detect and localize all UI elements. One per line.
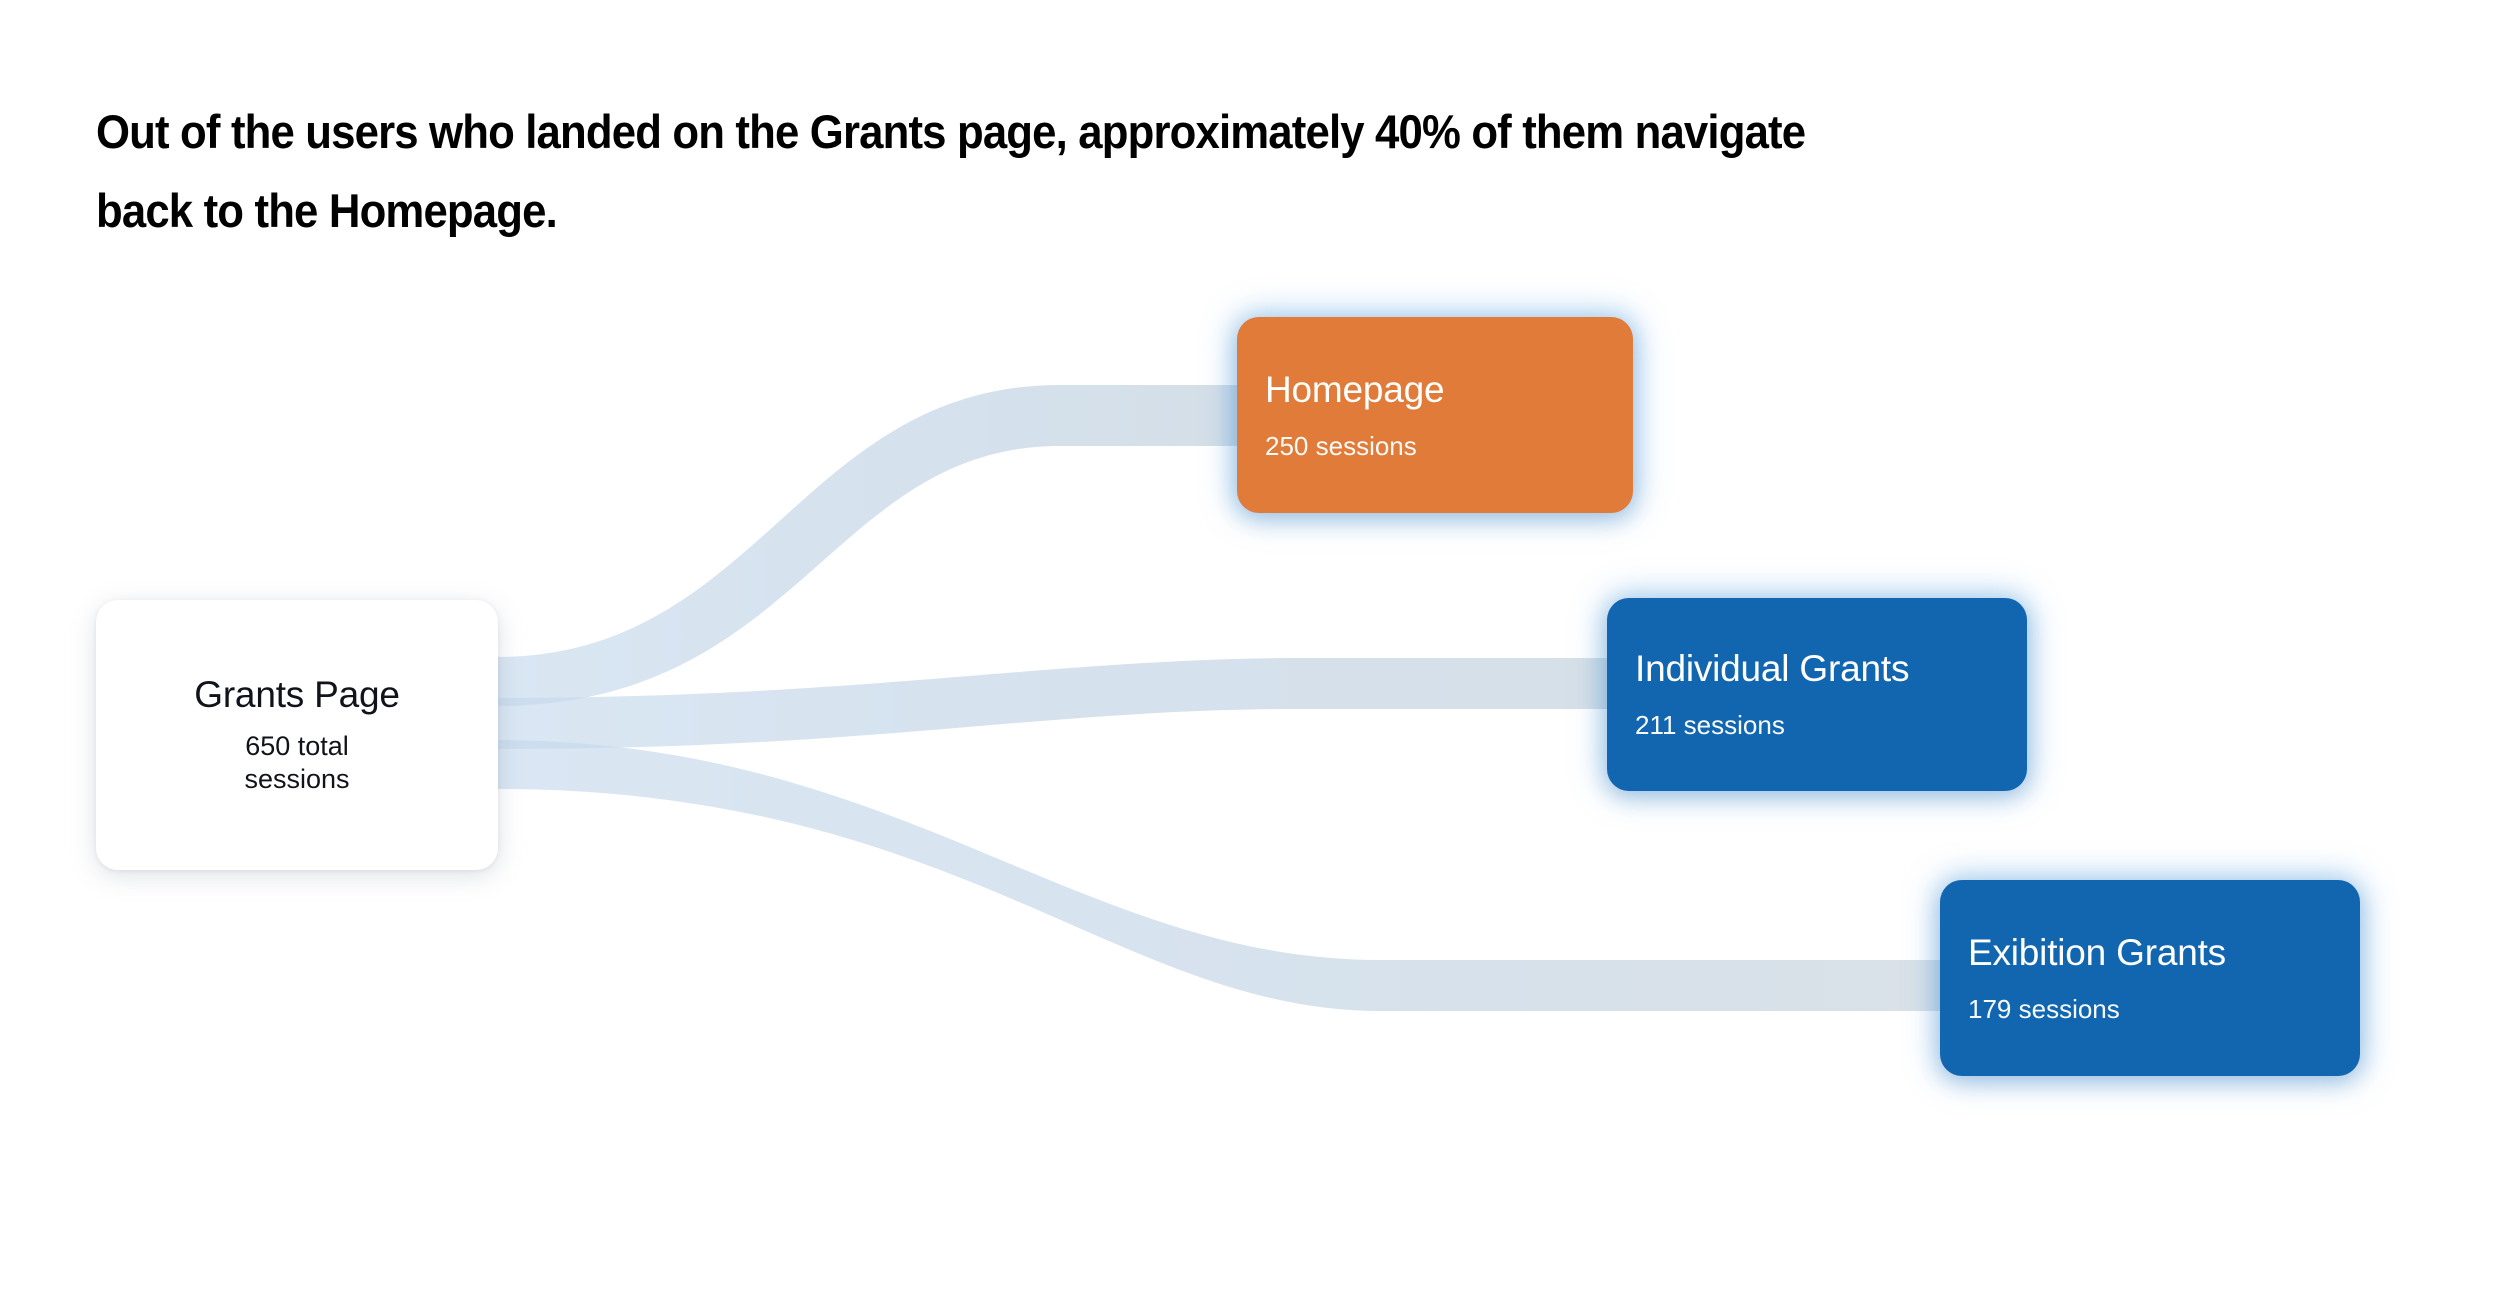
node-grants-page[interactable]: Grants Page 650 total sessions (96, 600, 498, 870)
flow-ribbon-to-exibition-grants (496, 740, 1952, 1011)
page-title-line-2: back to the Homepage. (96, 184, 558, 237)
flow-ribbon-to-individual-grants (496, 658, 1618, 749)
node-individual-grants-title: Individual Grants (1635, 648, 1910, 689)
node-exibition-grants-title: Exibition Grants (1968, 931, 2226, 973)
node-grants-page-title: Grants Page (194, 673, 400, 715)
node-exibition-grants-value: 179 sessions (1968, 993, 2120, 1024)
page-title-line-1: Out of the users who landed on the Grant… (96, 105, 1806, 158)
node-exibition-grants[interactable]: Exibition Grants 179 sessions (1940, 880, 2360, 1076)
node-individual-grants-value: 211 sessions (1635, 710, 1785, 740)
flow-ribbon-to-homepage (496, 385, 1248, 706)
node-homepage[interactable]: Homepage 250 sessions (1237, 317, 1633, 513)
node-homepage-title: Homepage (1265, 368, 1445, 410)
page-title: Out of the users who landed on the Grant… (96, 92, 2254, 250)
node-grants-page-value: 650 total sessions (244, 730, 350, 794)
node-homepage-value: 250 sessions (1265, 430, 1417, 461)
node-individual-grants[interactable]: Individual Grants 211 sessions (1607, 598, 2027, 791)
